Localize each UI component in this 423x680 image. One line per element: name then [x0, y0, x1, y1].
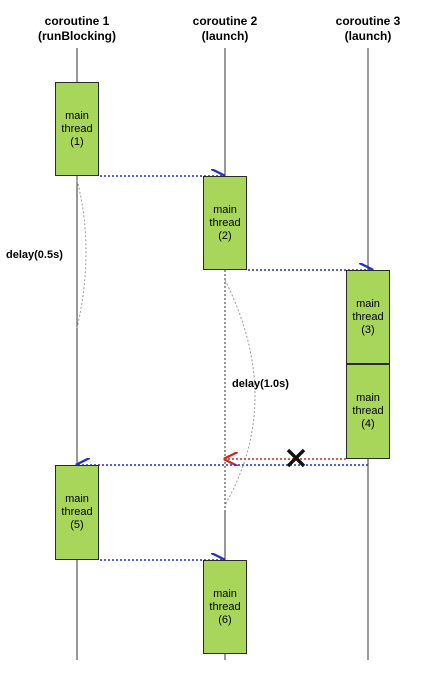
delay-arc-first — [76, 179, 87, 329]
block-line: main — [65, 493, 89, 505]
block-number: (4) — [361, 418, 375, 430]
main-thread-block-4: main thread (4) — [346, 364, 390, 459]
block-line: thread — [209, 600, 241, 613]
main-thread-block-1: main thread (1) — [55, 82, 99, 176]
main-thread-block-6: main thread (6) — [203, 560, 247, 654]
header-title: coroutine 3 — [335, 14, 401, 28]
block-line: thread — [209, 216, 241, 229]
delay-arc-second — [224, 279, 256, 506]
block-number: (2) — [218, 229, 232, 242]
block-line: main — [65, 109, 89, 122]
block-line: thread — [352, 405, 384, 417]
header-coroutine-3: coroutine 3 (launch) — [313, 14, 423, 44]
cross-icon — [286, 448, 306, 468]
header-title: coroutine 1 — [44, 14, 110, 28]
block-line: main — [356, 392, 380, 404]
block-line: main — [213, 203, 237, 216]
header-coroutine-1: coroutine 1 (runBlocking) — [22, 14, 132, 44]
block-number: (3) — [361, 323, 375, 336]
main-thread-block-3: main thread (3) — [346, 270, 390, 364]
header-subtitle: (launch) — [201, 29, 249, 43]
header-coroutine-2: coroutine 2 (launch) — [170, 14, 280, 44]
block-number: (1) — [70, 135, 84, 148]
block-line: thread — [61, 506, 93, 518]
block-line: main — [213, 587, 237, 600]
block-number: (5) — [70, 519, 84, 531]
block-line: main — [356, 297, 380, 310]
header-subtitle: (launch) — [344, 29, 392, 43]
header-title: coroutine 2 — [192, 14, 258, 28]
block-number: (6) — [218, 613, 232, 626]
main-thread-block-2: main thread (2) — [203, 176, 247, 270]
block-line: thread — [61, 122, 93, 135]
delay-label-first: delay(0.5s) — [6, 249, 63, 261]
header-subtitle: (runBlocking) — [38, 29, 116, 43]
main-thread-block-5: main thread (5) — [55, 465, 99, 560]
delay-label-second: delay(1.0s) — [232, 378, 289, 390]
block-line: thread — [352, 310, 384, 323]
